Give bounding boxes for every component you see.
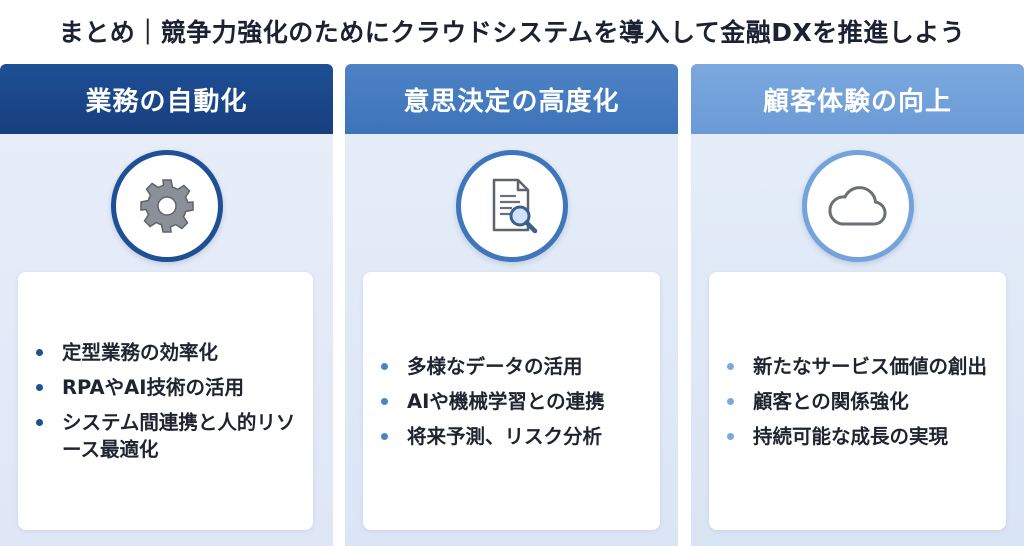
bullet-dot [381, 432, 388, 440]
bullet-text: AIや機械学習との連携 [407, 389, 605, 413]
list-item: 定型業務の効率化 [32, 339, 299, 366]
bullet-text: 多様なデータの活用 [407, 354, 583, 378]
list-item: AIや機械学習との連携 [377, 388, 646, 415]
bullet-text: 新たなサービス価値の創出 [753, 354, 988, 378]
list-item: 多様なデータの活用 [377, 353, 646, 380]
bullet-dot [381, 362, 388, 370]
column-header: 意思決定の高度化 [345, 64, 678, 134]
list-item: 顧客との関係強化 [723, 388, 992, 415]
bullet-dot [727, 362, 734, 370]
bullet-list: 多様なデータの活用 AIや機械学習との連携 将来予測、リスク分析 [377, 345, 646, 458]
bullet-text: RPAやAI技術の活用 [62, 376, 244, 399]
bullet-text: 持続可能な成長の実現 [753, 424, 949, 448]
column-automation: 業務の自動化 定型業務の効率化 RPAやAI技術の活用 システム間連携と人的リソ… [0, 64, 333, 546]
list-item: 新たなサービス価値の創出 [723, 353, 992, 380]
bullet-dot [36, 384, 43, 391]
bullet-text: 将来予測、リスク分析 [407, 424, 603, 448]
bullet-text: システム間連携と人的リソース最適化 [62, 411, 296, 461]
list-item: システム間連携と人的リソース最適化 [32, 409, 299, 463]
bullet-dot [727, 432, 734, 440]
list-item: RPAやAI技術の活用 [32, 374, 299, 401]
bullet-text: 定型業務の効率化 [62, 341, 219, 364]
sparkle-icon [970, 492, 1000, 522]
column-decision-making: 意思決定の高度化 多様なデータの活用 AIや機械学習との連携 将来予測、リスク分… [345, 64, 678, 546]
bullet-card: 定型業務の効率化 RPAやAI技術の活用 システム間連携と人的リソース最適化 [18, 272, 313, 530]
bullet-list: 定型業務の効率化 RPAやAI技術の活用 システム間連携と人的リソース最適化 [32, 331, 299, 471]
bullet-card: 多様なデータの活用 AIや機械学習との連携 将来予測、リスク分析 [363, 272, 660, 530]
column-header: 業務の自動化 [0, 64, 333, 134]
column-customer-experience: 顧客体験の向上 新たなサービス価値の創出 顧客との関係強化 持続可能な成長の実現 [691, 64, 1024, 546]
column-header: 顧客体験の向上 [691, 64, 1024, 134]
gear-icon [139, 179, 194, 233]
bullet-text: 顧客との関係強化 [753, 389, 909, 413]
bullet-dot [36, 349, 43, 356]
list-item: 将来予測、リスク分析 [377, 423, 646, 450]
bullet-dot [36, 419, 43, 426]
cloud-icon [828, 186, 886, 226]
icon-circle [801, 150, 914, 262]
document-search-icon [492, 178, 537, 234]
list-item: 持続可能な成長の実現 [723, 423, 992, 450]
page-title: まとめ｜競争力強化のためにクラウドシステムを導入して金融DXを推進しよう [58, 18, 966, 47]
bullet-dot [381, 397, 388, 405]
icon-circle [110, 150, 223, 262]
bullet-dot [727, 397, 734, 405]
icon-circle [455, 150, 568, 262]
bullet-card: 新たなサービス価値の創出 顧客との関係強化 持続可能な成長の実現 [709, 272, 1006, 530]
bullet-list: 新たなサービス価値の創出 顧客との関係強化 持続可能な成長の実現 [723, 345, 992, 458]
